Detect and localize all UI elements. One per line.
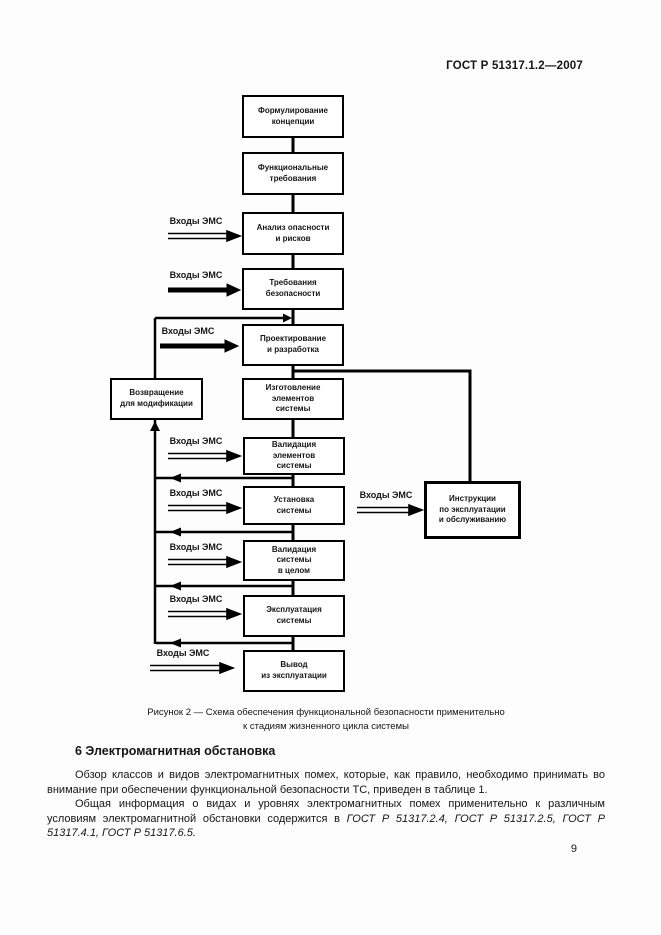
flow-box-operation: Эксплуатация системы [243, 595, 345, 637]
paragraph-overview: Обзор классов и видов электромагнитных п… [47, 769, 605, 796]
emc-input-label: Входы ЭМС [169, 488, 223, 498]
flow-box-hazard-risk-analysis: Анализ опасности и рисков [242, 212, 344, 255]
emc-input-label: Входы ЭМС [359, 490, 413, 500]
document-header: ГОСТ Р 51317.1.2—2007 [446, 60, 583, 72]
branch-to-instructions [293, 369, 472, 482]
body-text: Обзор классов и видов электромагнитных п… [47, 768, 605, 841]
emc-input-label: Входы ЭМС [169, 270, 223, 280]
flow-box-manufacture-elements: Изготовление элементов системы [242, 378, 344, 420]
feedback-arrowheads [150, 313, 292, 648]
flow-box-functional-requirements: Функциональные требования [242, 152, 344, 195]
emc-input-label: Входы ЭМС [169, 542, 223, 552]
flow-box-instructions: Инструкции по эксплуатации и обслуживани… [424, 481, 521, 539]
emc-input-label: Входы ЭМС [169, 594, 223, 604]
emc-solid-arrows [160, 283, 242, 353]
emc-input-label: Входы ЭМС [161, 326, 215, 336]
figure-caption-line1: Рисунок 2 — Схема обеспечения функционал… [147, 707, 505, 718]
page-number: 9 [570, 843, 577, 855]
feedback-path [153, 316, 293, 645]
emc-input-label: Входы ЭМС [169, 216, 223, 226]
gost-references: ГОСТ Р 51317.2.4, ГОСТ Р 51317.2.5, ГОСТ… [47, 812, 605, 840]
paragraph-general-info: Общая информация о видах и уровнях элект… [47, 797, 605, 841]
figure-caption-line2: к стадиям жизненного цикла системы [243, 720, 409, 732]
figure-caption: Рисунок 2 — Схема обеспечения функционал… [47, 706, 605, 734]
flow-box-concept: Формулирование концепции [242, 95, 344, 138]
section-heading: 6 Электромагнитная обстановка [75, 744, 276, 758]
emc-input-label: Входы ЭМС [169, 436, 223, 446]
flow-box-validation-whole-system: Валидация системы в целом [243, 540, 345, 581]
flow-box-validation-elements: Валидация элементов системы [243, 437, 345, 475]
emc-input-arrows [150, 229, 425, 675]
flow-box-installation: Установка системы [243, 486, 345, 525]
flow-box-safety-requirements: Требования безопасности [242, 268, 344, 310]
emc-input-label: Входы ЭМС [156, 648, 210, 658]
paragraph-general-info-text: Общая информация о видах и уровнях элект… [47, 798, 605, 825]
flow-box-decommissioning: Вывод из эксплуатации [243, 650, 345, 692]
flow-box-design-development: Проектирование и разработка [242, 324, 344, 366]
flow-box-return-for-modification: Возвращение для модификации [110, 378, 203, 420]
